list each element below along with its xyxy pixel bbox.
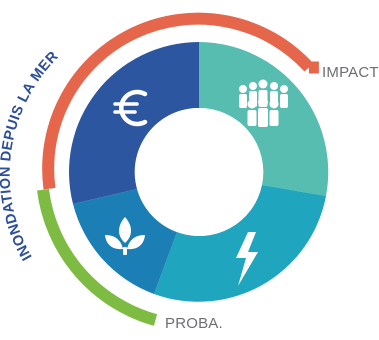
impact-arc (42, 12, 314, 190)
probability-label: PROBA. (165, 315, 223, 332)
lightning-icon (236, 232, 258, 286)
donut-chart (68, 42, 329, 302)
impact-label: IMPACT (322, 64, 379, 81)
leaves-icon (105, 217, 145, 255)
people-icon (239, 79, 288, 127)
probability-arc (37, 188, 158, 326)
segment-patrimoine-culturel (154, 185, 326, 302)
donut-hole (135, 108, 263, 236)
euro-icon (113, 89, 148, 127)
